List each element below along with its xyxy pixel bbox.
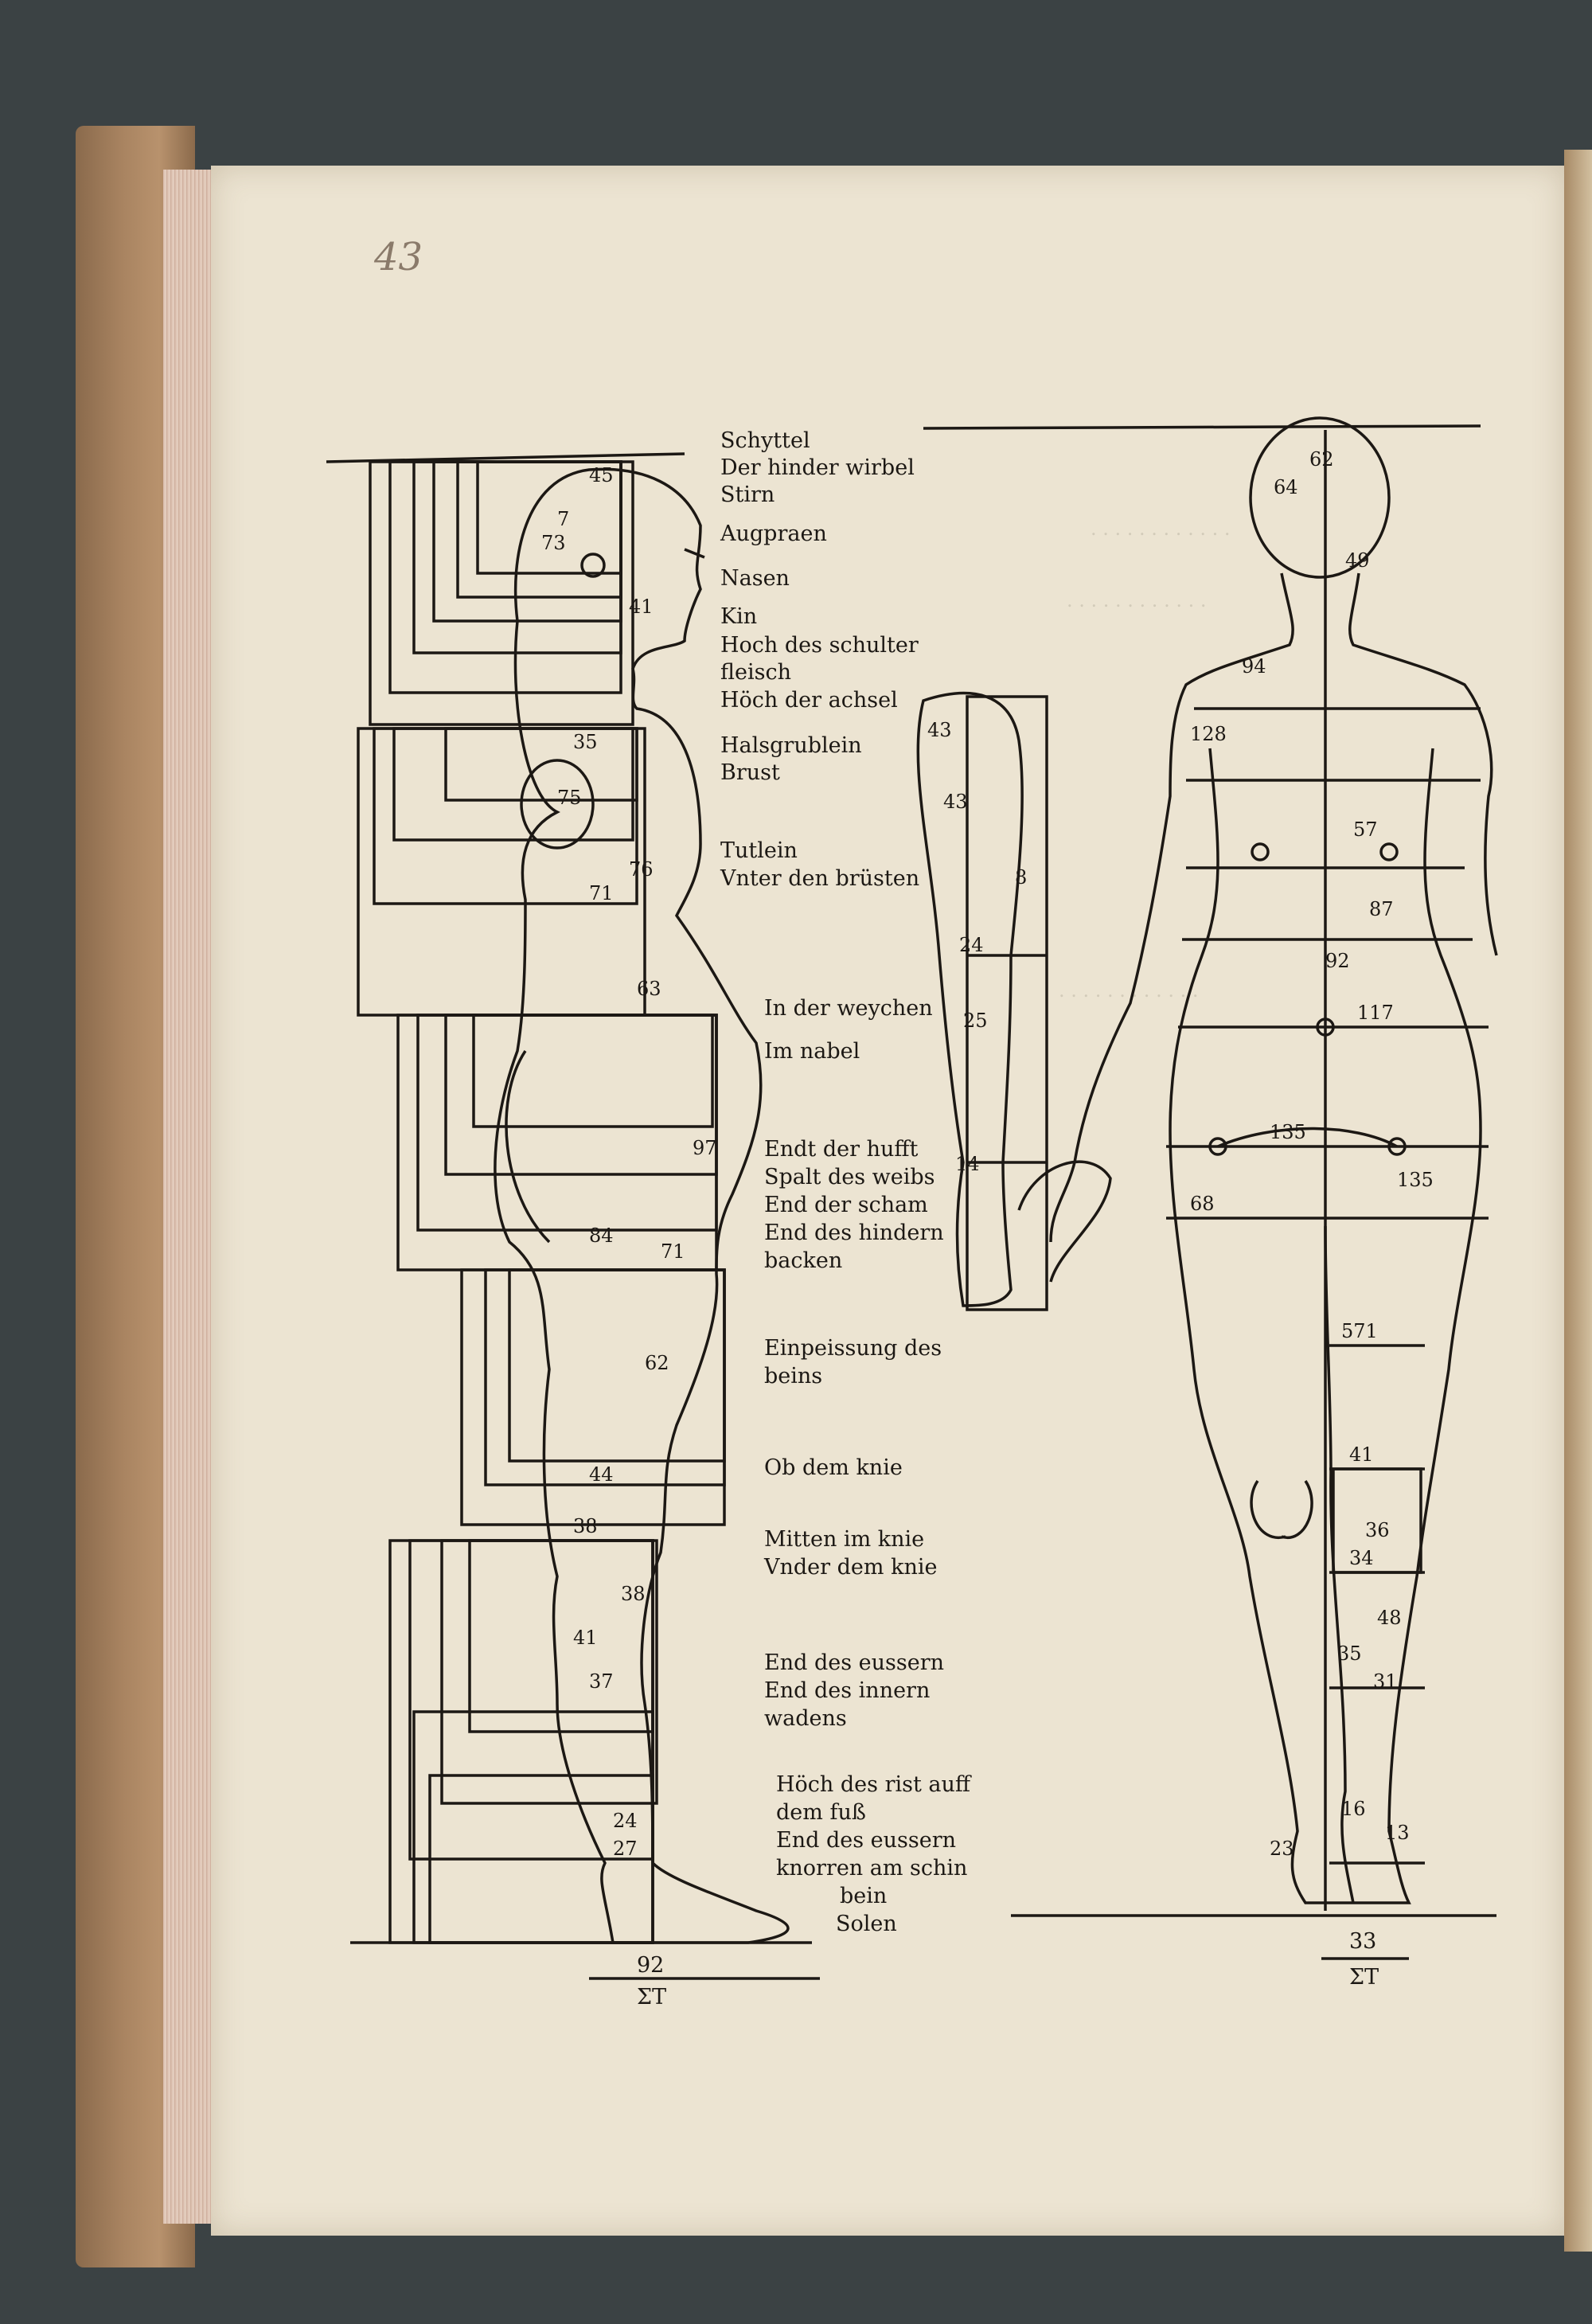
svg-text:24: 24 xyxy=(613,1810,638,1832)
svg-text:97: 97 xyxy=(693,1137,717,1159)
svg-text:135: 135 xyxy=(1397,1169,1434,1191)
label-weychen: In der weychen xyxy=(764,996,933,1021)
svg-text:117: 117 xyxy=(1357,1002,1394,1024)
svg-text:48: 48 xyxy=(1377,1607,1402,1629)
svg-text:84: 84 xyxy=(589,1224,614,1247)
label-halsgrublein: Halsgrublein xyxy=(720,733,862,758)
svg-text:41: 41 xyxy=(573,1627,598,1649)
label-eussern-knorren: End des eussern xyxy=(776,1828,957,1853)
svg-text:43: 43 xyxy=(927,719,952,741)
svg-text:71: 71 xyxy=(589,882,614,904)
label-schyttel: Schyttel xyxy=(720,428,810,453)
svg-text:36: 36 xyxy=(1365,1519,1390,1541)
svg-text:35: 35 xyxy=(573,731,598,753)
svg-text:38: 38 xyxy=(621,1583,646,1605)
svg-text:41: 41 xyxy=(629,596,654,618)
svg-text:64: 64 xyxy=(1274,476,1298,498)
svg-text:45: 45 xyxy=(589,464,614,486)
svg-text:49: 49 xyxy=(1345,549,1370,572)
svg-text:27: 27 xyxy=(613,1838,638,1860)
label-tutlein: Tutlein xyxy=(720,838,798,863)
side-bottom-measure-bottom: ΣΤ xyxy=(637,1985,667,2010)
svg-text:34: 34 xyxy=(1349,1547,1374,1569)
svg-text:128: 128 xyxy=(1190,723,1227,745)
label-hoch-schulter: Hoch des schulter xyxy=(720,633,919,658)
svg-text:25: 25 xyxy=(963,1010,988,1032)
label-mitten-knie: Mitten im knie xyxy=(764,1527,925,1552)
label-fleisch: fleisch xyxy=(720,660,791,685)
svg-text:68: 68 xyxy=(1190,1193,1215,1215)
front-bottom-measure-bottom: ΣΤ xyxy=(1349,1965,1379,1990)
label-hoch-achsel: Höch der achsel xyxy=(720,688,898,713)
svg-text:75: 75 xyxy=(557,787,582,809)
page-edges xyxy=(163,170,219,2224)
label-nasen: Nasen xyxy=(720,566,790,591)
label-bein: bein xyxy=(840,1884,888,1908)
svg-text:63: 63 xyxy=(637,978,661,1000)
label-fuss: dem fuß xyxy=(776,1800,866,1825)
svg-text:62: 62 xyxy=(1309,448,1334,471)
svg-text:87: 87 xyxy=(1369,898,1394,920)
label-innern-waden: End des innern xyxy=(764,1678,931,1703)
svg-text:7: 7 xyxy=(557,508,569,530)
label-hufft: Endt der hufft xyxy=(764,1137,919,1162)
svg-text:92: 92 xyxy=(1325,950,1350,972)
svg-text:31: 31 xyxy=(1373,1670,1398,1693)
svg-text:16: 16 xyxy=(1341,1798,1366,1820)
label-kin: Kin xyxy=(720,604,758,629)
label-schinbein: knorren am schin xyxy=(776,1856,968,1881)
book xyxy=(76,126,1592,2267)
svg-text:94: 94 xyxy=(1242,655,1266,678)
svg-text:73: 73 xyxy=(541,532,566,554)
label-hinder-wirbel: Der hinder wirbel xyxy=(720,455,915,480)
label-nabel: Im nabel xyxy=(764,1039,860,1064)
label-vnder-knie: Vnder dem knie xyxy=(764,1555,938,1580)
label-solen: Solen xyxy=(836,1912,897,1936)
label-beins: beins xyxy=(764,1364,823,1389)
label-unter-brusten: Vnter den brüsten xyxy=(720,866,920,891)
page xyxy=(211,166,1564,2236)
svg-text:57: 57 xyxy=(1353,818,1378,841)
label-augpraen: Augpraen xyxy=(720,521,827,546)
label-scham: End der scham xyxy=(764,1193,928,1217)
svg-text:71: 71 xyxy=(661,1240,685,1263)
svg-text:37: 37 xyxy=(589,1670,614,1693)
svg-text:41: 41 xyxy=(1349,1443,1374,1466)
folio-number: 43 xyxy=(374,235,423,279)
svg-text:135: 135 xyxy=(1270,1121,1306,1143)
label-einpeissung: Einpeissung des xyxy=(764,1336,942,1361)
label-rist: Höch des rist auff xyxy=(776,1772,971,1797)
front-bottom-measure-top: 33 xyxy=(1349,1929,1377,1954)
label-ob-knie: Ob dem knie xyxy=(764,1455,903,1480)
label-stirn: Stirn xyxy=(720,482,775,507)
svg-text:38: 38 xyxy=(573,1515,598,1537)
label-spalt: Spalt des weibs xyxy=(764,1165,935,1189)
svg-text:14: 14 xyxy=(955,1153,980,1175)
svg-text:24: 24 xyxy=(959,934,984,956)
svg-text:35: 35 xyxy=(1337,1642,1362,1665)
label-eussern-waden: End des eussern xyxy=(764,1650,945,1675)
svg-text:8: 8 xyxy=(1015,866,1027,889)
label-hindern: End des hindern xyxy=(764,1221,944,1245)
svg-text:44: 44 xyxy=(589,1463,614,1486)
side-bottom-measure-top: 92 xyxy=(637,1953,665,1978)
facing-page-edge xyxy=(1564,150,1592,2252)
label-backen: backen xyxy=(764,1248,843,1273)
svg-text:23: 23 xyxy=(1270,1838,1294,1860)
svg-text:62: 62 xyxy=(645,1352,669,1374)
svg-text:76: 76 xyxy=(629,858,654,881)
svg-text:571: 571 xyxy=(1341,1320,1378,1342)
label-wadens: wadens xyxy=(764,1706,847,1731)
svg-text:43: 43 xyxy=(943,791,968,813)
label-brust: Brust xyxy=(720,760,780,785)
svg-text:13: 13 xyxy=(1385,1822,1410,1844)
